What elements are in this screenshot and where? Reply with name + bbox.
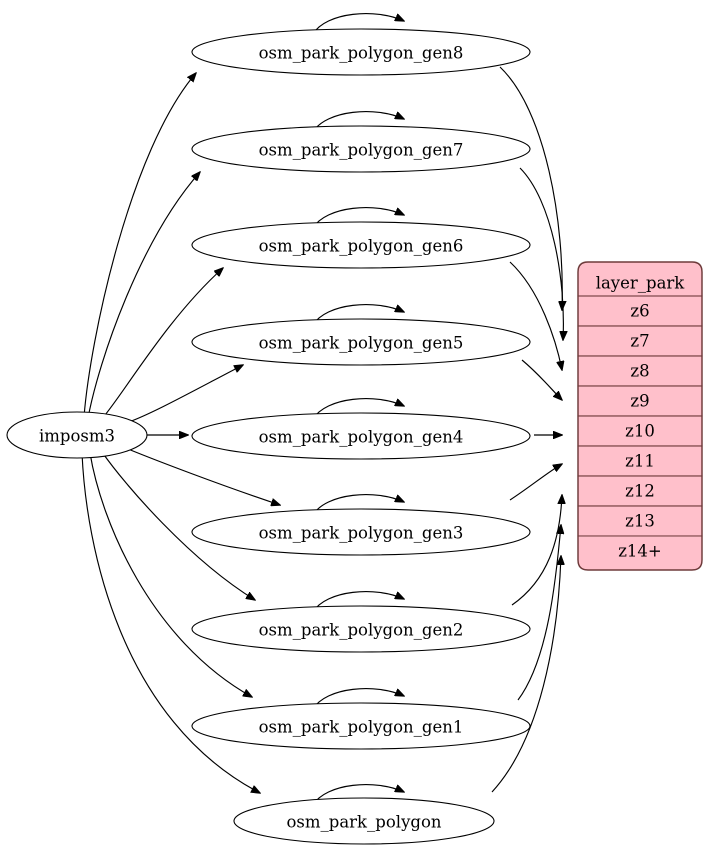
node-gen7-label: osm_park_polygon_gen7 xyxy=(259,141,464,160)
node-imposm3-label: imposm3 xyxy=(39,427,115,446)
layer-park-row-z10[interactable] xyxy=(577,415,703,447)
layer-park-row-z13-label: z13 xyxy=(625,512,655,531)
node-gen1[interactable]: osm_park_polygon_gen1 xyxy=(191,702,531,750)
node-osm-park-polygon-shape[interactable] xyxy=(233,797,495,845)
self-loop-gen2 xyxy=(312,591,404,613)
node-gen8-label: osm_park_polygon_gen8 xyxy=(259,44,464,63)
layer-park-table-outline xyxy=(577,261,703,571)
edge-gen7-to-z7 xyxy=(519,167,563,340)
node-gen2-shape[interactable] xyxy=(191,605,531,653)
layer-park-row-z11-label: z11 xyxy=(625,452,655,471)
node-gen4[interactable]: osm_park_polygon_gen4 xyxy=(191,412,531,460)
self-loop-gen3 xyxy=(312,494,404,516)
edge-imposm3-to-gen5 xyxy=(125,365,243,424)
layer-park-table[interactable]: layer_park z6 z7 z8 z9 z10 z11 z12 xyxy=(577,261,703,571)
self-loop-gen7 xyxy=(312,111,404,133)
node-gen8-shape[interactable] xyxy=(191,28,531,76)
node-gen3-shape[interactable] xyxy=(191,508,531,556)
node-imposm3-shape[interactable] xyxy=(6,411,148,459)
edge-imposm3-to-gen6 xyxy=(99,268,223,422)
node-gen1-shape[interactable] xyxy=(191,702,531,750)
layer-park-row-z9-label: z9 xyxy=(630,392,649,411)
edge-gen6-to-z8 xyxy=(509,261,562,370)
node-gen4-shape[interactable] xyxy=(191,412,531,460)
self-loop-edges xyxy=(312,13,404,806)
node-gen2-label: osm_park_polygon_gen2 xyxy=(259,621,464,640)
layer-park-row-z14plus-label: z14+ xyxy=(618,542,662,561)
layer-park-row-z8-label: z8 xyxy=(630,362,649,381)
layer-park-row-z6-label: z6 xyxy=(630,302,649,321)
edge-imposm3-to-polygon xyxy=(81,452,260,793)
edge-imposm3-to-gen3 xyxy=(127,448,280,505)
node-gen7[interactable]: osm_park_polygon_gen7 xyxy=(191,125,531,173)
self-loop-gen6 xyxy=(312,207,404,229)
node-gen6[interactable]: osm_park_polygon_gen6 xyxy=(191,221,531,269)
layer-park-row-z12-label: z12 xyxy=(625,482,655,501)
node-gen5[interactable]: osm_park_polygon_gen5 xyxy=(191,318,531,366)
node-gen5-label: osm_park_polygon_gen5 xyxy=(259,334,464,353)
edge-gen2-to-z12 xyxy=(511,495,562,606)
node-gen4-label: osm_park_polygon_gen4 xyxy=(259,428,464,447)
edge-polygon-to-z14 xyxy=(491,556,561,793)
self-loop-gen5 xyxy=(312,304,404,326)
node-gen6-shape[interactable] xyxy=(191,221,531,269)
node-gen8[interactable]: osm_park_polygon_gen8 xyxy=(191,28,531,76)
edges-nodes-to-table xyxy=(491,66,563,793)
node-osm-park-polygon[interactable]: osm_park_polygon xyxy=(233,797,495,845)
edge-imposm3-to-gen1 xyxy=(89,452,252,697)
self-loop-gen1 xyxy=(312,688,404,710)
node-imposm3[interactable]: imposm3 xyxy=(6,411,148,459)
node-osm-park-polygon-label: osm_park_polygon xyxy=(286,813,441,832)
layer-park-row-z10-label: z10 xyxy=(625,422,655,441)
node-gen3-label: osm_park_polygon_gen3 xyxy=(259,524,464,543)
node-gen3[interactable]: osm_park_polygon_gen3 xyxy=(191,508,531,556)
self-loop-gen4 xyxy=(312,398,404,420)
layer-park-row-z11[interactable] xyxy=(577,445,703,477)
edge-gen5-to-z9 xyxy=(521,359,562,400)
layer-park-header-label: layer_park xyxy=(596,274,686,293)
edge-gen3-to-z11 xyxy=(509,464,562,501)
edge-gen1-to-z13 xyxy=(517,525,561,701)
edge-imposm3-to-gen8 xyxy=(83,73,196,418)
layer-park-row-z7-label: z7 xyxy=(630,332,649,351)
edge-imposm3-to-gen7 xyxy=(87,172,200,419)
node-gen2[interactable]: osm_park_polygon_gen2 xyxy=(191,605,531,653)
edge-gen8-to-z6 xyxy=(499,66,562,310)
node-gen7-shape[interactable] xyxy=(191,125,531,173)
node-gen5-shape[interactable] xyxy=(191,318,531,366)
edge-imposm3-to-gen2 xyxy=(101,451,255,600)
edges-source-to-nodes xyxy=(81,73,280,793)
self-loop-polygon xyxy=(312,784,404,806)
self-loop-gen8 xyxy=(312,13,404,35)
node-gen1-label: osm_park_polygon_gen1 xyxy=(259,718,464,737)
node-gen6-label: osm_park_polygon_gen6 xyxy=(259,237,464,256)
